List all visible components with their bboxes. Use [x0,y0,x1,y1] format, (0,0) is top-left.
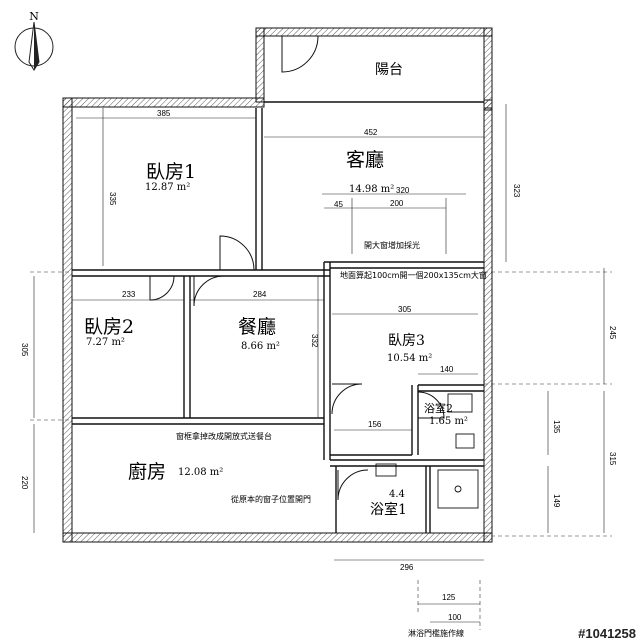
dimension-lines [33,104,605,623]
svg-text:385: 385 [157,109,171,118]
interior-walls [72,101,484,533]
svg-text:284: 284 [253,290,267,299]
svg-text:245: 245 [608,326,617,340]
svg-text:156: 156 [368,420,382,429]
watermark: #1041258 [578,626,636,641]
room-bath2-label: 浴室2 [424,401,453,415]
note-shower-line: 淋浴門檻施作線 [408,628,464,638]
room-bedroom3-area: 10.54 m² [387,353,432,364]
svg-text:45: 45 [334,200,343,209]
svg-text:220: 220 [20,476,29,490]
svg-text:305: 305 [20,343,29,357]
room-bath1-label: 浴室1 [370,501,407,518]
room-bedroom2-label: 臥房2 [84,316,134,338]
dimension-labels: 385 452 335 323 320 45 200 233 284 305 3… [20,109,617,622]
room-dining-area: 8.66 m² [241,341,280,352]
svg-text:315: 315 [608,452,617,466]
fixtures [375,393,479,509]
note-door-location: 從原本的窗子位置開門 [231,494,311,504]
walls [62,27,493,543]
compass-north-label: N [29,10,39,23]
compass: N [14,10,54,71]
toilet-icon [447,393,473,413]
room-bedroom1-label: 臥房1 [146,161,196,183]
svg-text:135: 135 [552,420,561,434]
svg-text:233: 233 [122,290,136,299]
shower-tray [437,469,479,509]
svg-text:305: 305 [398,305,412,314]
room-kitchen-label: 廚房 [128,460,166,483]
svg-text:100: 100 [448,613,462,622]
note-window-size: 地面算起100cm開一個200x135cm大窗 [340,270,487,280]
svg-text:200: 200 [390,199,404,208]
svg-text:320: 320 [396,186,410,195]
sink-icon [375,463,397,477]
svg-text:149: 149 [552,494,561,508]
room-bath2-area: 1.65 m² [429,416,468,427]
basin-icon [455,433,475,449]
room-living-label: 客廳 [346,149,384,171]
svg-text:335: 335 [108,192,117,206]
room-kitchen-area: 12.08 m² [178,467,223,478]
svg-text:323: 323 [512,184,521,198]
room-balcony-label: 陽台 [375,62,403,78]
svg-text:452: 452 [364,128,378,137]
svg-text:296: 296 [400,563,414,572]
drain-icon [454,485,462,493]
extension-lines [30,271,612,630]
svg-text:125: 125 [442,593,456,602]
note-open-bar: 窗框拿掉改成開放式送餐台 [176,431,272,441]
note-window-enlarge: 開大窗增加採光 [364,240,420,250]
room-dining-label: 餐廳 [238,316,276,338]
svg-text:332: 332 [310,334,319,348]
svg-text:140: 140 [440,365,454,374]
room-bedroom3-label: 臥房3 [388,333,425,349]
room-bath1-area: 4.4 [389,489,405,500]
room-living-area: 14.98 m² [349,184,394,195]
room-bedroom1-area: 12.87 m² [145,182,190,193]
room-bedroom2-area: 7.27 m² [86,337,125,348]
